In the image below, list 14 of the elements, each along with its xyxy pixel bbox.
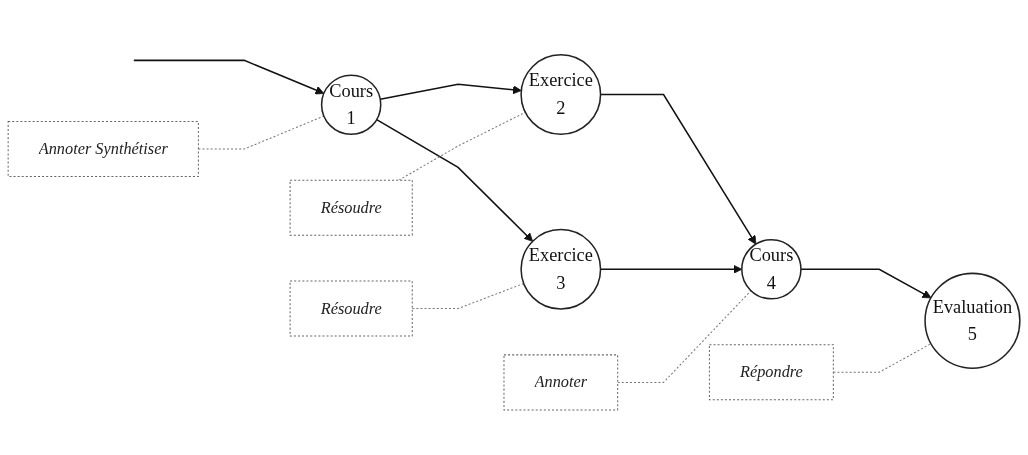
connector: [398, 111, 526, 181]
node-circle: Exercice 2: [520, 54, 602, 135]
node-box: Annoter Synthétiser: [7, 121, 199, 178]
arrow: [133, 59, 325, 95]
node-circle: Cours 1: [320, 74, 382, 136]
node-box: Répondre: [708, 344, 834, 401]
node-box: Résoudre: [289, 179, 413, 236]
arrow: [375, 118, 534, 242]
node-circle: Exercice 3: [520, 228, 602, 310]
node-box: Annoter: [503, 354, 619, 411]
node-box: Résoudre: [289, 280, 413, 337]
node-circle: Evaluation 5: [924, 272, 1021, 369]
node-circle: Cours 4: [741, 238, 802, 300]
arrow: [800, 268, 932, 299]
